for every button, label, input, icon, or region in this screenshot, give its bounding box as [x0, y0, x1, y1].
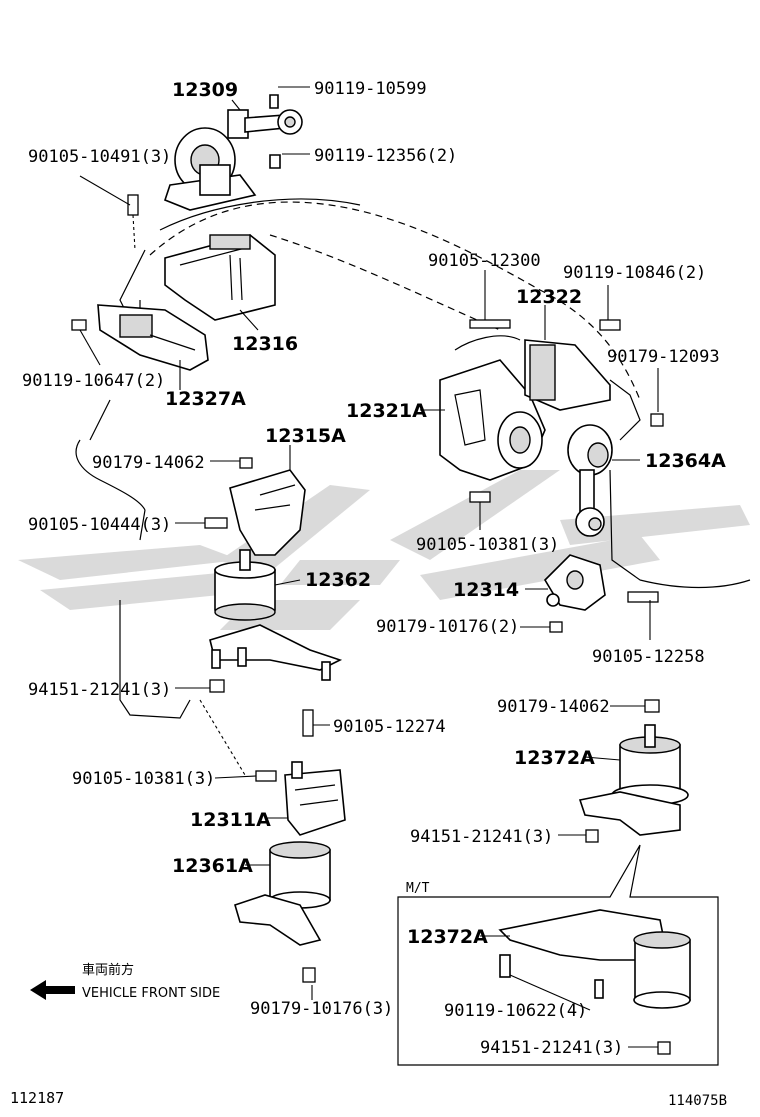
part-label-b90105_10381b: 90105-10381(3) [72, 769, 215, 789]
part-label-b90105_10381a: 90105-10381(3) [416, 535, 559, 555]
part-label-p12314: 12314 [453, 579, 519, 601]
part-label-p12372A_a: 12372A [514, 747, 595, 769]
part-label-p12315A: 12315A [265, 425, 346, 447]
part-labels: 12309 90119-10599 90105-10491(3) 90119-1235… [22, 79, 726, 1058]
mount-12372A-upper [578, 724, 689, 836]
part-label-p12372A_b: 12372A [407, 926, 488, 948]
direction-en: VEHICLE FRONT SIDE [82, 986, 220, 1001]
part-label-mt: M/T [406, 881, 430, 896]
part-label-b90105_12258: 90105-12258 [592, 647, 705, 667]
bracket-12311A [284, 761, 346, 836]
fasteners [71, 194, 671, 1055]
part-label-p12361A: 12361A [172, 855, 253, 877]
plate-12322 [524, 339, 611, 411]
part-label-b90105_10444: 90105-10444(3) [28, 515, 171, 535]
part-label-n94151_21241a: 94151-21241(3) [28, 680, 171, 700]
rod-12364A [567, 424, 613, 537]
part-label-b90105_12274: 90105-12274 [333, 717, 446, 737]
part-label-b90119_10622: 90119-10622(4) [444, 1001, 587, 1021]
part-label-p12309: 12309 [172, 79, 238, 101]
part-label-p12327A: 12327A [165, 388, 246, 410]
part-label-b90179_12093: 90179-12093 [607, 347, 720, 367]
part-label-b90119_10599: 90119-10599 [314, 79, 427, 99]
part-label-n94151_21241b: 94151-21241(3) [410, 827, 553, 847]
part-label-p12311A: 12311A [190, 809, 271, 831]
watermark-logo [18, 470, 750, 630]
part-label-p12362: 12362 [305, 569, 371, 591]
part-label-b90119_12356: 90119-12356(2) [314, 146, 457, 166]
mt-inset [397, 844, 719, 1066]
part-label-p12364A: 12364A [645, 450, 726, 472]
engine-outline [75, 198, 751, 719]
bracket-12315A [229, 469, 306, 556]
part-label-b90119_10647: 90119-10647(2) [22, 371, 165, 391]
part-label-n90179_14062a: 90179-14062 [92, 453, 205, 473]
part-label-p12322: 12322 [516, 286, 582, 308]
part-label-b90105_10491: 90105-10491(3) [28, 147, 171, 167]
part-label-n90179_10176a: 90179-10176(2) [376, 617, 519, 637]
mount-12309 [164, 94, 303, 211]
mount-12361A [234, 841, 331, 946]
part-label-n90179_14062b: 90179-14062 [497, 697, 610, 717]
bracket-12316 [164, 234, 276, 321]
part-label-b90105_12300: 90105-12300 [428, 251, 541, 271]
ref-right: 114075B [668, 1093, 727, 1109]
vehicle-front-arrow [30, 980, 75, 1000]
bracket-12321A [439, 359, 546, 481]
part-label-p12321A: 12321A [346, 400, 427, 422]
bracket-12327A [97, 304, 209, 371]
part-label-p12316: 12316 [232, 333, 298, 355]
leader-lines [79, 86, 659, 1048]
part-label-n90179_10176b: 90179-10176(3) [250, 999, 393, 1019]
ref-left: 112187 [10, 1089, 64, 1107]
part-label-n94151_21241c: 94151-21241(3) [480, 1038, 623, 1058]
part-label-b90119_10846: 90119-10846(2) [563, 263, 706, 283]
mount-12362 [209, 549, 343, 681]
bracket-12314 [543, 554, 606, 611]
direction-jp: 車両前方 [82, 962, 134, 978]
